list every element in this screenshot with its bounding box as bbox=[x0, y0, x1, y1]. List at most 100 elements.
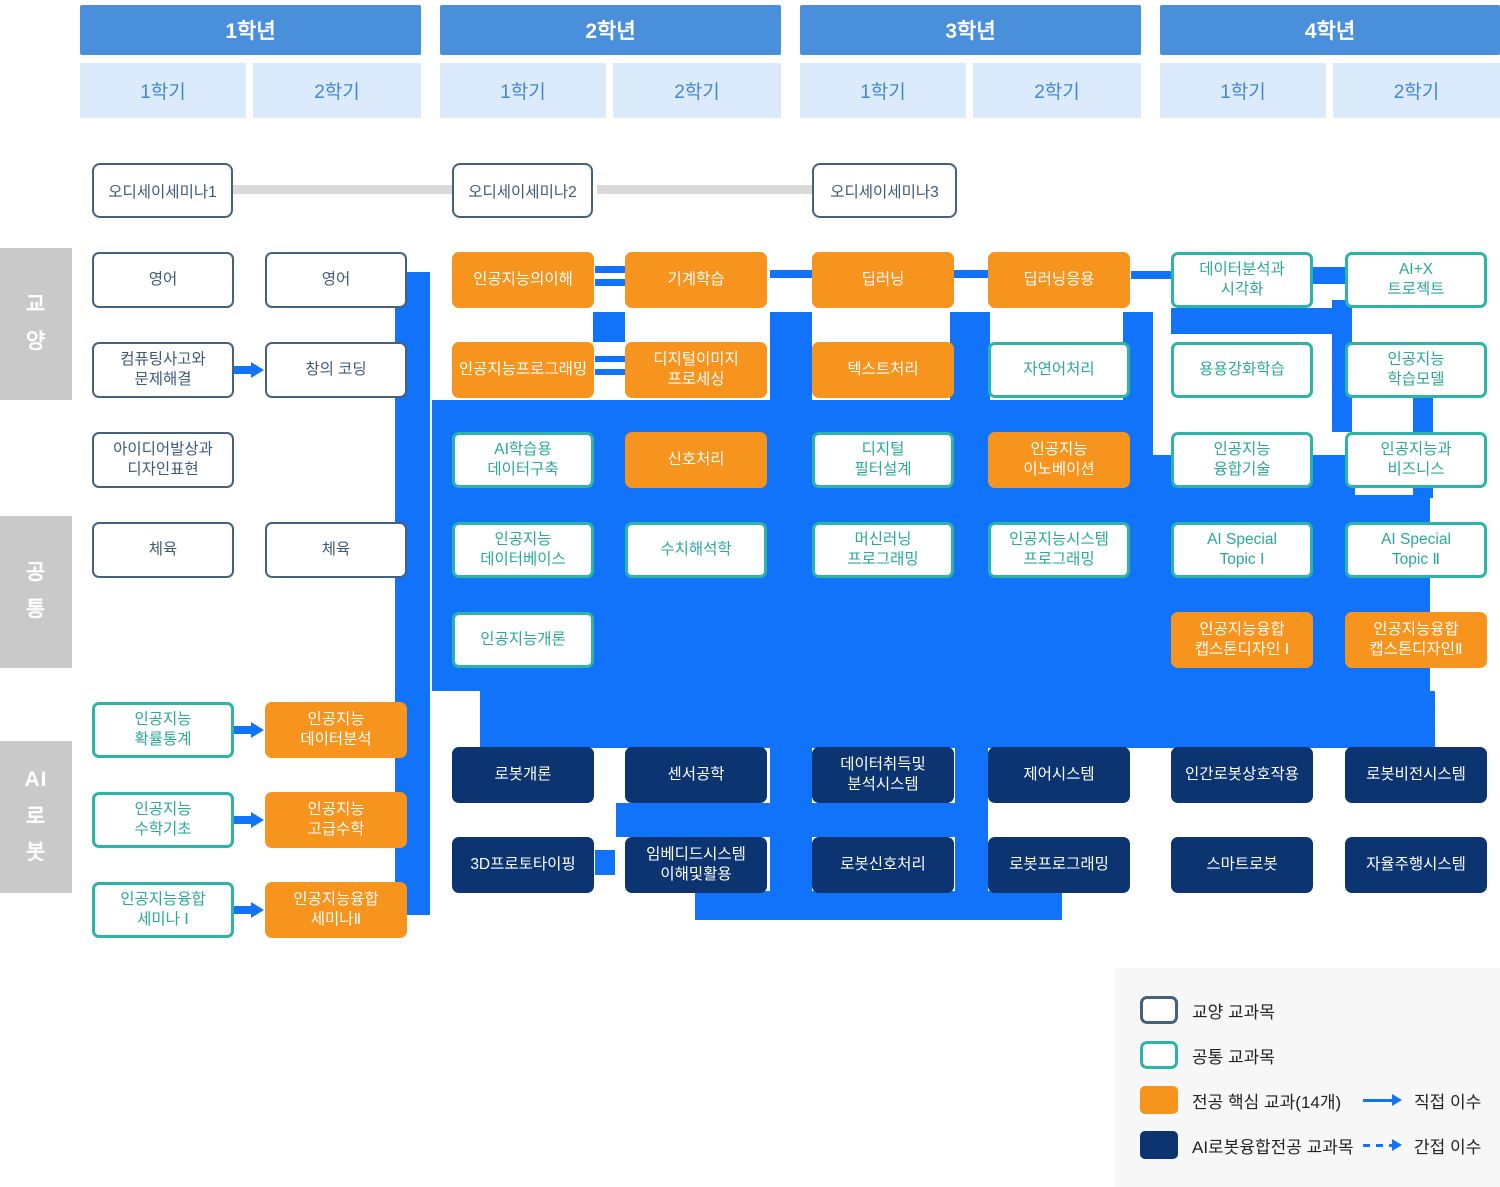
connector-band bbox=[593, 312, 625, 342]
course-box-common: AI+X 트로젝트 bbox=[1345, 252, 1487, 308]
legend-panel bbox=[1115, 968, 1500, 1187]
connector-band bbox=[770, 747, 812, 893]
course-box-common: AI Special Topic Ⅱ bbox=[1345, 522, 1487, 578]
course-box-common: 인공지능과 비즈니스 bbox=[1345, 432, 1487, 488]
course-box-robot: 스마트로봇 bbox=[1171, 837, 1313, 893]
course-box-liberal: 창의 코딩 bbox=[265, 342, 407, 398]
course-box-common: AI Special Topic Ⅰ bbox=[1171, 522, 1313, 578]
course-box-core: 인공지능의이해 bbox=[452, 252, 594, 308]
course-box-common: 머신러닝 프로그래밍 bbox=[812, 522, 954, 578]
odyssey-link-line bbox=[597, 185, 812, 194]
course-box-common: 인공지능 학습모델 bbox=[1345, 342, 1487, 398]
legend-arrow-label: 직접 이수 bbox=[1414, 1092, 1482, 1112]
connector-band bbox=[954, 366, 988, 374]
year-header: 1학년 bbox=[80, 5, 421, 55]
course-box-common: 인공지능 수학기초 bbox=[92, 792, 234, 848]
course-box-core: 인공지능프로그래밍 bbox=[452, 342, 594, 398]
legend-label: 전공 핵심 교과(14개) bbox=[1192, 1092, 1342, 1112]
course-box-core: 딥러닝응용 bbox=[988, 252, 1130, 308]
course-box-robot: 로봇프로그래밍 bbox=[988, 837, 1130, 893]
course-box-common: 인공지능 융합기술 bbox=[1171, 432, 1313, 488]
legend-swatch-liberal bbox=[1140, 996, 1178, 1024]
course-box-common: 인공지능 데이터베이스 bbox=[452, 522, 594, 578]
prerequisite-arrow-line bbox=[233, 906, 253, 914]
prerequisite-arrow-head bbox=[251, 362, 264, 378]
year-header: 4학년 bbox=[1160, 5, 1500, 55]
connector-band bbox=[1171, 308, 1352, 334]
prerequisite-arrow-head bbox=[251, 902, 264, 918]
year-header: 3학년 bbox=[800, 5, 1141, 55]
course-box-robot: 인간로봇상호작용 bbox=[1171, 747, 1313, 803]
course-box-liberal: 아이디어발상과 디자인표현 bbox=[92, 432, 234, 488]
legend-swatch-common bbox=[1140, 1041, 1178, 1069]
connector-band bbox=[595, 369, 625, 375]
course-box-liberal: 영어 bbox=[265, 252, 407, 308]
course-box-robot: 제어시스템 bbox=[988, 747, 1130, 803]
section-label: 교 양 bbox=[0, 248, 72, 400]
legend-label: 공통 교과목 bbox=[1192, 1047, 1275, 1067]
odyssey-box: 오디세이세미나3 bbox=[812, 163, 957, 218]
legend-label: AI로봇융합전공 교과목 bbox=[1192, 1137, 1354, 1157]
connector-band bbox=[595, 279, 625, 286]
legend-arrow-head bbox=[1392, 1139, 1402, 1151]
course-box-robot: 데이터취득및 분석시스템 bbox=[812, 747, 954, 803]
connector-band bbox=[955, 745, 988, 891]
legend-arrow-solid bbox=[1363, 1099, 1393, 1102]
course-box-robot: 로봇신호처리 bbox=[812, 837, 954, 893]
legend-label: 교양 교과목 bbox=[1192, 1002, 1275, 1022]
connector-band bbox=[1131, 271, 1171, 279]
course-box-common: 인공지능융합 세미나 Ⅰ bbox=[92, 882, 234, 938]
connector-band bbox=[954, 270, 988, 278]
connector-band bbox=[770, 312, 812, 404]
course-box-core: 인공지능 고급수학 bbox=[265, 792, 407, 848]
course-box-core: 인공지능융합 캡스톤디자인 Ⅰ bbox=[1171, 612, 1313, 668]
course-box-liberal: 체육 bbox=[92, 522, 234, 578]
course-box-common: 수치해석학 bbox=[625, 522, 767, 578]
course-box-common: 용용강화학습 bbox=[1171, 342, 1313, 398]
course-box-common: 인공지능시스템 프로그래밍 bbox=[988, 522, 1130, 578]
semester-cell: 2학기 bbox=[253, 63, 421, 118]
course-box-core: 인공지능융합 세미나Ⅱ bbox=[265, 882, 407, 938]
connector-band bbox=[595, 266, 625, 273]
semester-cell: 2학기 bbox=[1333, 63, 1500, 118]
course-box-robot: 로봇개론 bbox=[452, 747, 594, 803]
connector-band bbox=[770, 270, 812, 278]
course-box-common: 디지털 필터설계 bbox=[812, 432, 954, 488]
course-box-robot: 로봇비전시스템 bbox=[1345, 747, 1487, 803]
connector-band bbox=[480, 691, 1435, 748]
connector-band bbox=[950, 312, 990, 404]
course-box-core: 디지털이미지 프로세싱 bbox=[625, 342, 767, 398]
semester-cell: 1학기 bbox=[1160, 63, 1326, 118]
legend-swatch-robot bbox=[1140, 1131, 1178, 1159]
semester-cell: 1학기 bbox=[440, 63, 606, 118]
prerequisite-arrow-line bbox=[233, 366, 253, 374]
connector-band bbox=[695, 891, 1062, 920]
odyssey-box: 오디세이세미나2 bbox=[452, 163, 593, 218]
section-label: AI 로 봇 bbox=[0, 741, 72, 893]
semester-cell: 1학기 bbox=[800, 63, 966, 118]
course-box-liberal: 체육 bbox=[265, 522, 407, 578]
odyssey-link-line bbox=[233, 185, 452, 194]
course-box-liberal: 컴퓨팅사고와 문제해결 bbox=[92, 342, 234, 398]
prerequisite-arrow-head bbox=[251, 812, 264, 828]
course-box-robot: 센서공학 bbox=[625, 747, 767, 803]
course-box-core: 텍스트처리 bbox=[812, 342, 954, 398]
connector-band bbox=[595, 356, 625, 362]
legend-arrow-head bbox=[1392, 1094, 1402, 1106]
course-box-core: 인공지능 이노베이션 bbox=[988, 432, 1130, 488]
course-box-common: 인공지능 확률통계 bbox=[92, 702, 234, 758]
course-box-core: 인공지능 데이터분석 bbox=[265, 702, 407, 758]
prerequisite-arrow-head bbox=[251, 722, 264, 738]
course-box-core: 신호처리 bbox=[625, 432, 767, 488]
course-box-liberal: 영어 bbox=[92, 252, 234, 308]
legend-arrow-dashed bbox=[1363, 1144, 1393, 1147]
course-box-core: 딥러닝 bbox=[812, 252, 954, 308]
course-box-robot: 3D프로토타이핑 bbox=[452, 837, 594, 893]
course-box-common: 데이터분석과 시각화 bbox=[1171, 252, 1313, 308]
course-box-robot: 임베디드시스템 이해및활용 bbox=[625, 837, 767, 893]
section-label: 공 통 bbox=[0, 516, 72, 668]
prerequisite-arrow-line bbox=[233, 816, 253, 824]
connector-band bbox=[595, 850, 615, 875]
course-box-common: 자연어처리 bbox=[988, 342, 1130, 398]
